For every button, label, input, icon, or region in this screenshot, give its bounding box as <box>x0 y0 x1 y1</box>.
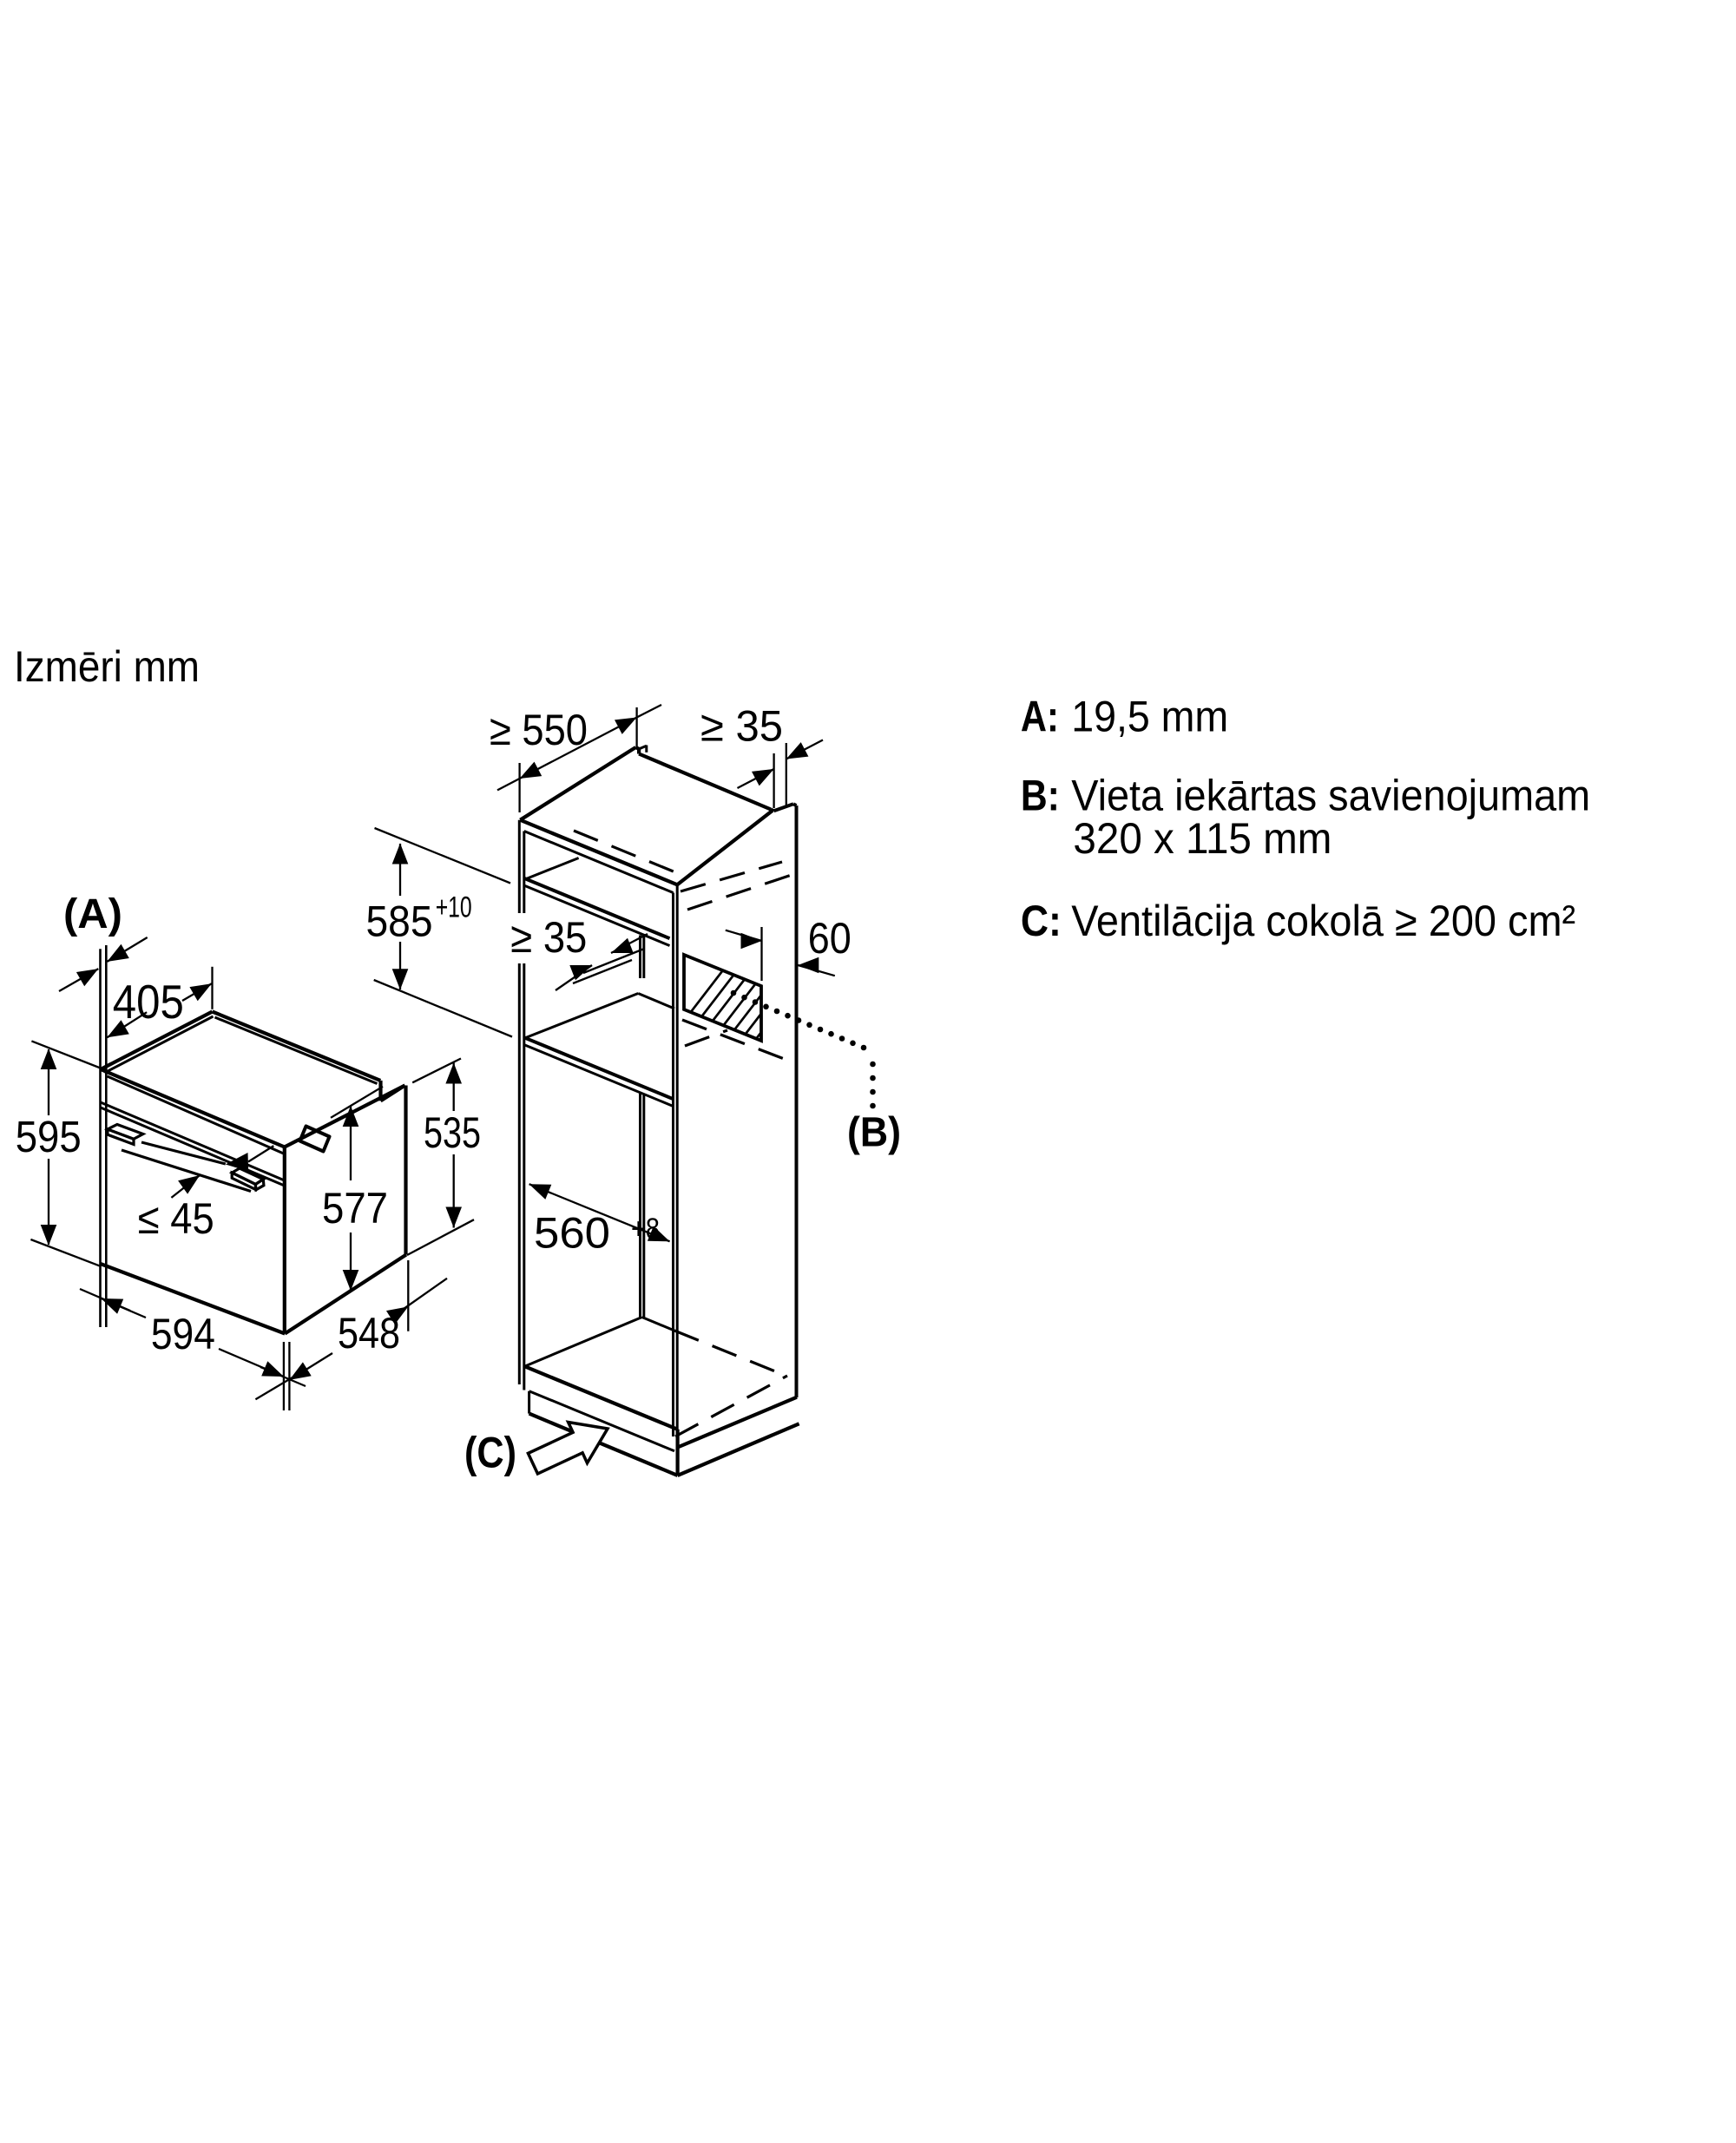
svg-text:Ventilācija cokolā ≥ 200 cm²: Ventilācija cokolā ≥ 200 cm² <box>1071 897 1575 945</box>
svg-text:60: 60 <box>808 914 852 963</box>
svg-text:Vieta iekārtas savienojumam: Vieta iekārtas savienojumam <box>1071 771 1590 819</box>
svg-text:560: 560 <box>534 1209 610 1258</box>
svg-text:≤ 45: ≤ 45 <box>138 1194 214 1243</box>
svg-text:320 x 115 mm: 320 x 115 mm <box>1073 814 1332 863</box>
svg-text:≥ 35: ≥ 35 <box>510 913 587 962</box>
svg-text:≥ 550: ≥ 550 <box>490 706 588 754</box>
svg-text:(B): (B) <box>847 1110 901 1156</box>
svg-text:(C): (C) <box>464 1429 516 1477</box>
svg-text:594: 594 <box>151 1310 215 1358</box>
svg-text:≥ 35: ≥ 35 <box>700 702 783 751</box>
svg-text:585: 585 <box>366 897 433 946</box>
svg-text:A:: A: <box>1021 693 1059 741</box>
svg-text:C:: C: <box>1021 897 1062 945</box>
svg-text:548: 548 <box>338 1309 400 1357</box>
svg-text:+10: +10 <box>436 891 472 924</box>
svg-text:B:: B: <box>1021 771 1060 819</box>
svg-text:(A): (A) <box>63 891 122 937</box>
svg-text:405: 405 <box>113 975 184 1029</box>
svg-text:Izmēri mm: Izmēri mm <box>14 642 200 691</box>
svg-text:577: 577 <box>322 1184 388 1233</box>
svg-text:19,5 mm: 19,5 mm <box>1071 693 1228 741</box>
svg-text:535: 535 <box>424 1108 481 1157</box>
svg-text:595: 595 <box>16 1112 82 1161</box>
